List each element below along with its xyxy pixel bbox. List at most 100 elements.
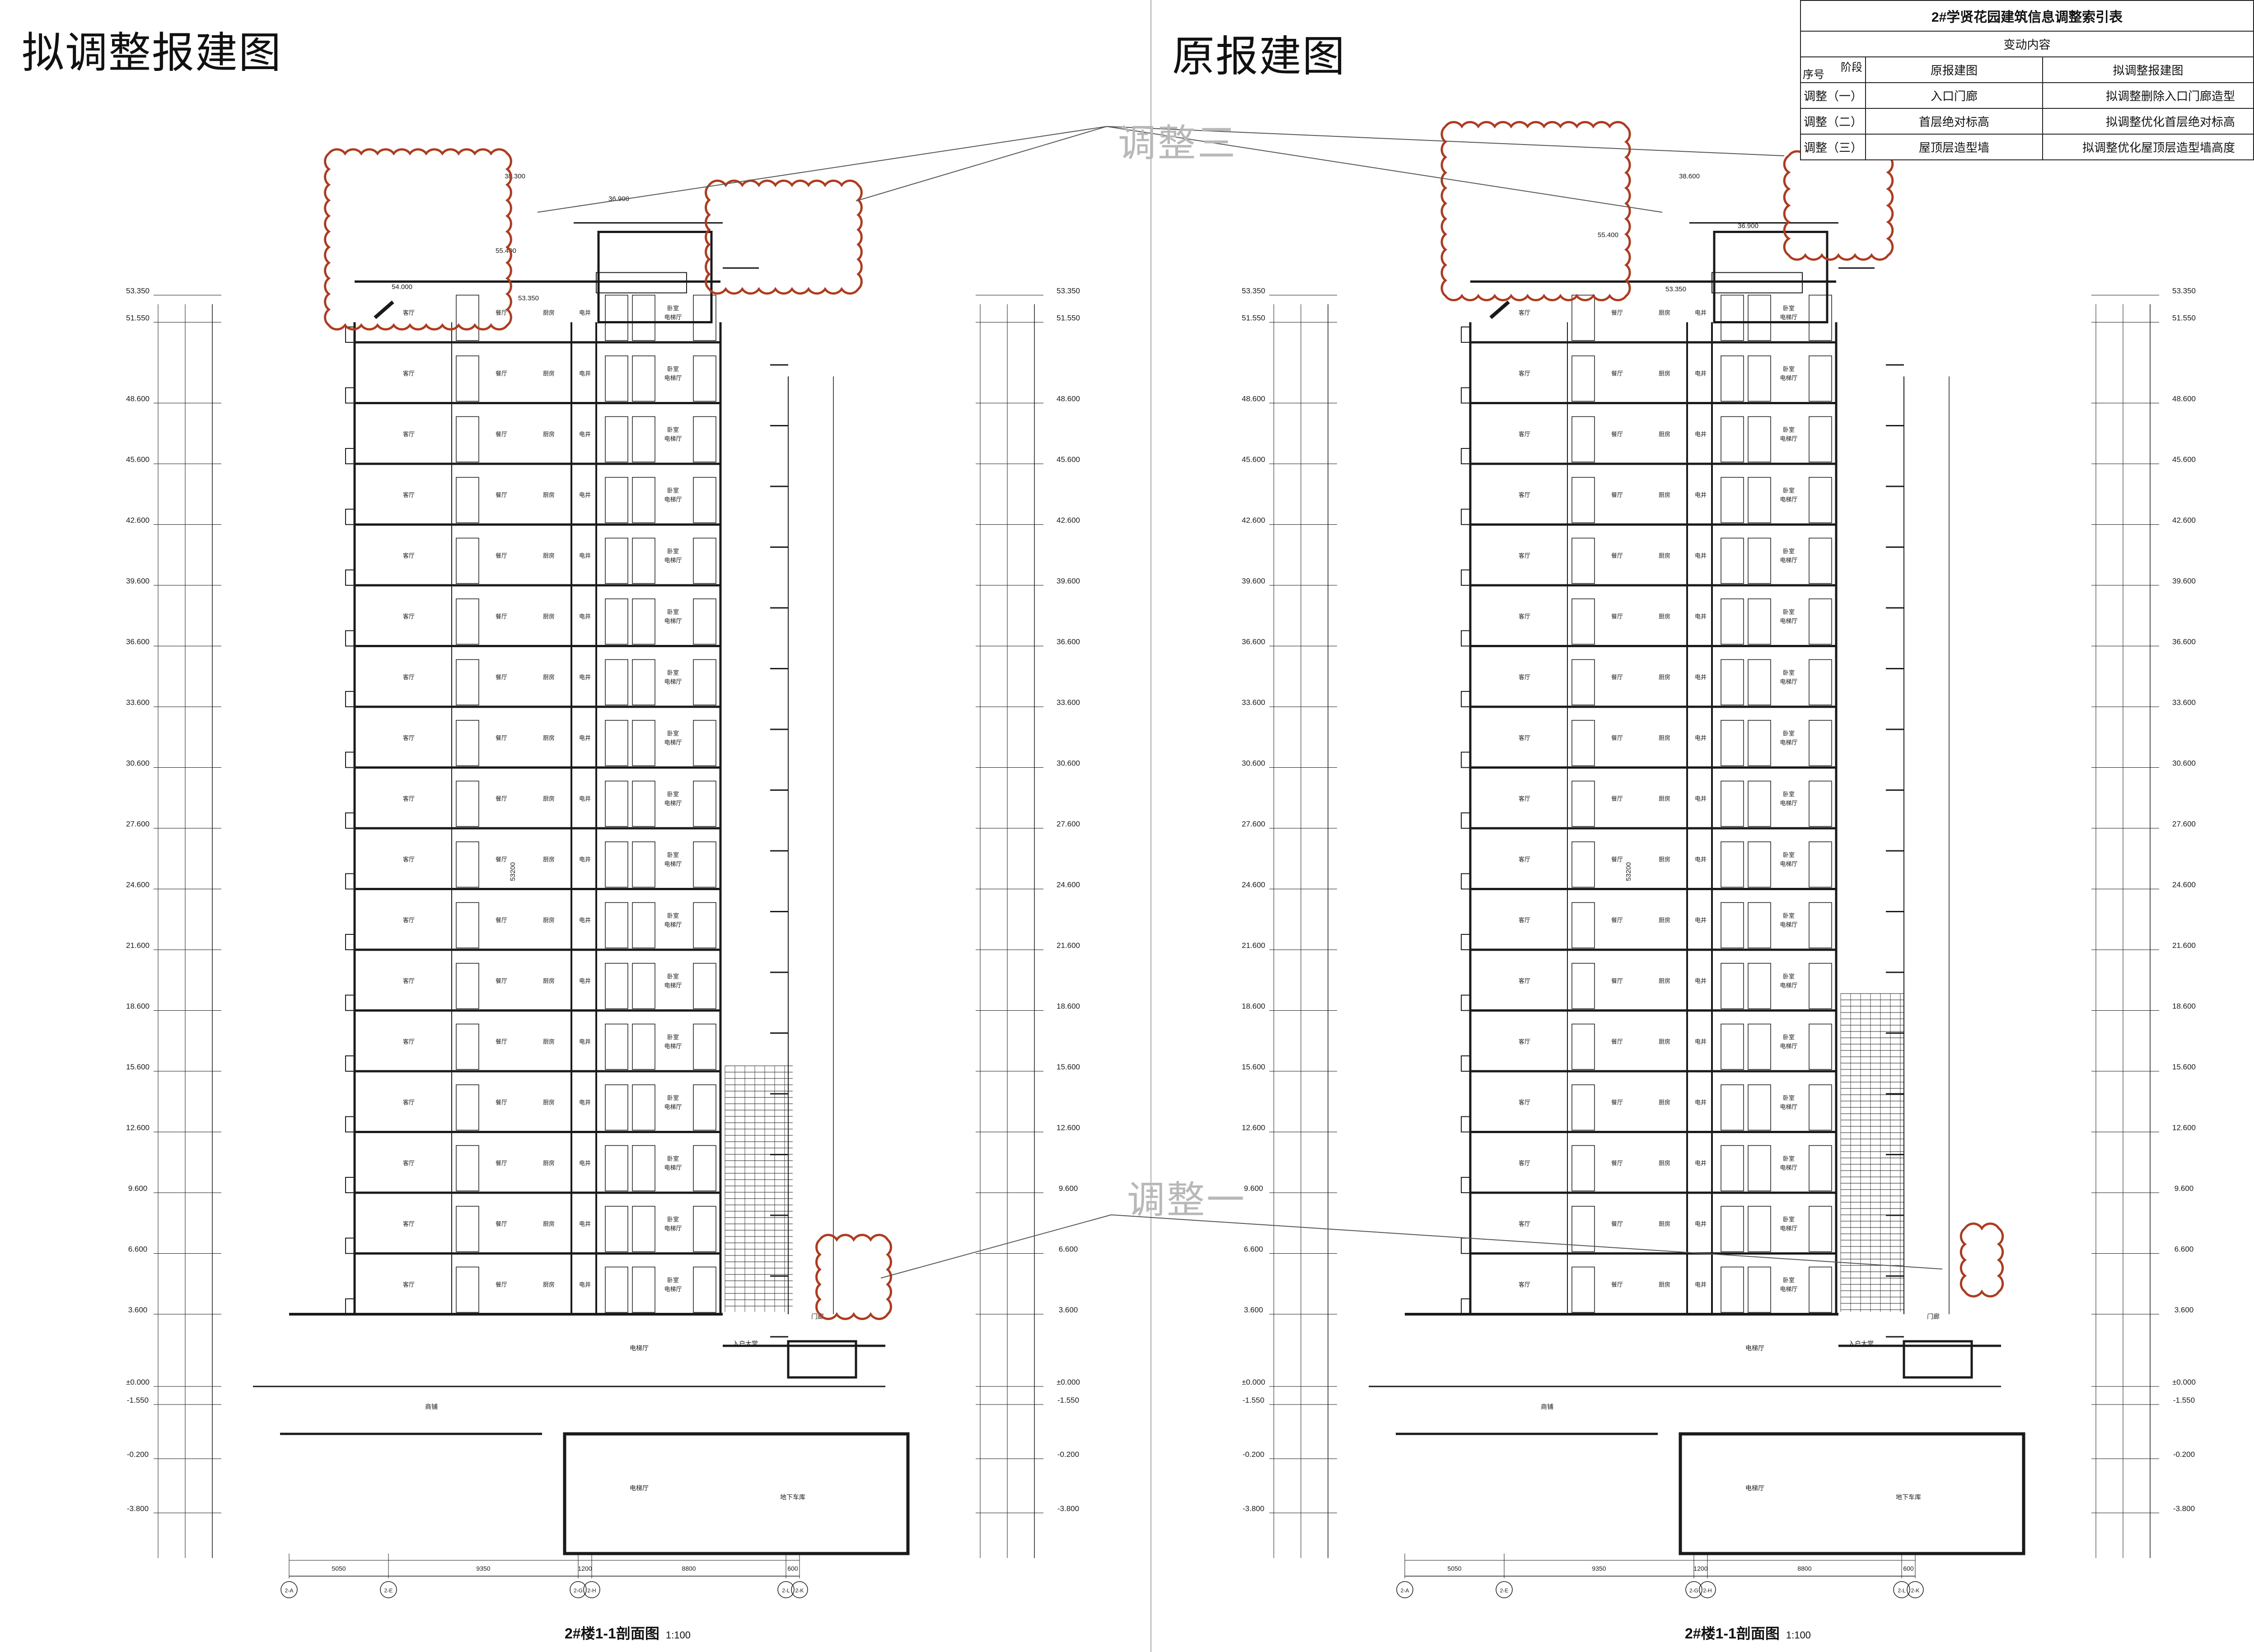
room-label-living: 客厅 [403, 977, 415, 984]
balcony-rail [1461, 1116, 1471, 1133]
terrace-planter [787, 1340, 857, 1379]
row-seq: 调整（三） [1800, 134, 1866, 160]
elevation-label: 42.600 [126, 516, 150, 525]
index-table-head-adjusted: 拟调整报建图 [2042, 56, 2254, 83]
door [605, 355, 628, 402]
room-label-dining: 餐厅 [1611, 1281, 1623, 1288]
elevation-label: 39.600 [1057, 577, 1080, 585]
room-label-lobby: 电梯厅 [1780, 1225, 1797, 1232]
axis-bubble [777, 1581, 795, 1598]
room-label-dining: 餐厅 [496, 1038, 507, 1045]
room-label-lobby: 电梯厅 [664, 1103, 682, 1110]
door [1571, 963, 1595, 1009]
door [1721, 841, 1744, 888]
door [456, 294, 479, 341]
door [1721, 598, 1744, 645]
door [1748, 1084, 1771, 1131]
elevation-label: 33.600 [2172, 698, 2196, 707]
door [605, 1266, 628, 1313]
roof-elevation-note: 38.300 [505, 173, 525, 180]
index-table-title: 2#学贤花园建筑信息调整索引表 [1800, 0, 2254, 32]
room-label-shaft: 电井 [1695, 734, 1707, 741]
door [1748, 355, 1771, 402]
room-label-bedroom: 卧室 [667, 669, 679, 676]
room-label-shaft: 电井 [1695, 431, 1707, 438]
door [1721, 294, 1744, 341]
axis-bubble [1685, 1581, 1702, 1598]
callout-adjustment-three: 调整三 [1118, 122, 1238, 164]
door [605, 1145, 628, 1191]
room-label-bedroom: 卧室 [1783, 1094, 1795, 1101]
room-label-shaft: 电井 [579, 977, 591, 984]
room-label-lobby: 电梯厅 [664, 1164, 682, 1171]
room-label-dining: 餐厅 [496, 309, 507, 316]
room-label-kitchen: 厨房 [1659, 977, 1670, 984]
balcony-rail [1461, 448, 1471, 464]
room-label-lobby: 电梯厅 [1780, 1164, 1797, 1171]
room-label-living: 客厅 [1519, 917, 1530, 924]
room-label-lobby-b1: 电梯厅 [1745, 1484, 1764, 1492]
room-label-living: 客厅 [403, 795, 415, 802]
right-sheet-title: 原报建图 [1172, 33, 1346, 80]
door [1571, 1084, 1595, 1131]
door [1748, 477, 1771, 523]
room-label-living: 客厅 [403, 613, 415, 620]
door [632, 963, 655, 1009]
row-original: 屋顶层造型墙 [1865, 134, 2043, 160]
room-label-shaft: 电井 [1695, 1281, 1707, 1288]
room-label-dining: 餐厅 [496, 491, 507, 498]
door [693, 1206, 716, 1252]
elevation-label: ±0.000 [126, 1378, 150, 1386]
room-label-shaft: 电井 [579, 917, 591, 924]
room-label-lobby: 电梯厅 [664, 982, 682, 989]
axis-dim-value: 600 [787, 1565, 798, 1572]
room-label-shaft: 电井 [1695, 491, 1707, 498]
axis-dim-value: 1200 [1693, 1565, 1707, 1572]
basement-box [1679, 1432, 2025, 1555]
room-label-dining: 餐厅 [496, 795, 507, 802]
elevation-label: 27.600 [1242, 820, 1265, 828]
door [605, 1023, 628, 1070]
door [456, 1206, 479, 1252]
door [1809, 963, 1832, 1009]
room-label-kitchen: 厨房 [543, 309, 555, 316]
door [1809, 416, 1832, 462]
elevation-label: 33.600 [126, 698, 150, 707]
door [1571, 477, 1595, 523]
room-label-bedroom: 卧室 [667, 912, 679, 919]
elevation-label: 9.600 [1059, 1184, 1078, 1193]
index-table-head-original: 原报建图 [1865, 56, 2043, 83]
axis-dim-value: 5050 [1447, 1565, 1461, 1572]
room-label-lobby: 电梯厅 [1780, 1043, 1797, 1050]
head-seq-label: 序号 [1803, 69, 1824, 81]
door [632, 537, 655, 584]
elevation-label: 42.600 [1242, 516, 1265, 525]
room-label-dining: 餐厅 [1611, 1038, 1623, 1045]
door [1748, 780, 1771, 827]
axis-dim-value: 9350 [1592, 1565, 1606, 1572]
balcony-rail [1461, 751, 1471, 768]
basement-box [563, 1432, 910, 1555]
elevation-label: 6.600 [128, 1245, 148, 1254]
room-label-kitchen: 厨房 [1659, 431, 1670, 438]
room-label-lobby: 电梯厅 [1780, 800, 1797, 807]
room-label-living: 客厅 [403, 370, 415, 377]
elevation-label: 48.600 [1057, 395, 1080, 403]
room-label-kitchen: 厨房 [1659, 613, 1670, 620]
axis-bubble [791, 1581, 808, 1598]
door [1571, 1266, 1595, 1313]
room-label-dining: 餐厅 [1611, 1099, 1623, 1106]
elevation-label: 48.600 [1242, 395, 1265, 403]
balcony-rail [1461, 1177, 1471, 1193]
elevation-label: 53.350 [126, 287, 150, 295]
room-label-lobby: 电梯厅 [664, 1225, 682, 1232]
elevation-label: 42.600 [2172, 516, 2196, 525]
elevation-label: 36.600 [1057, 638, 1080, 646]
elevation-label: 12.600 [2172, 1124, 2196, 1132]
door [693, 1023, 716, 1070]
door [693, 902, 716, 948]
axis-label: 2-A [1401, 1587, 1409, 1594]
room-label-dining: 餐厅 [496, 734, 507, 741]
door [605, 841, 628, 888]
door [693, 355, 716, 402]
